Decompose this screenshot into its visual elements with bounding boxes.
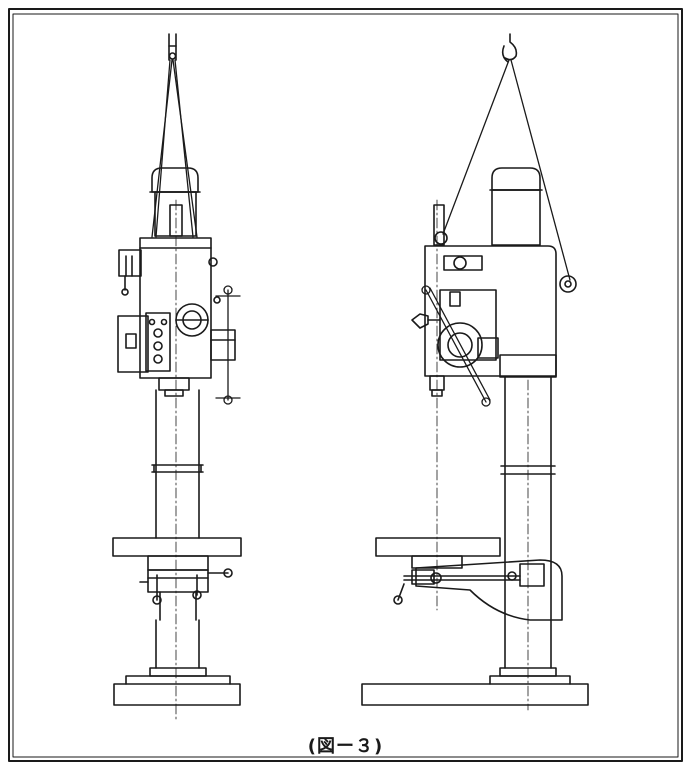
side-lifting-ropes: [442, 59, 571, 281]
inner-frame: [12, 13, 679, 758]
side-head: [411, 204, 577, 397]
front-column: [151, 389, 204, 539]
front-base: [113, 675, 241, 706]
side-table-arm: [393, 559, 563, 621]
front-lifting-hook: [168, 33, 177, 61]
front-lifting-ropes: [151, 59, 198, 238]
side-motor: [489, 167, 543, 246]
side-lifting-hook: [501, 33, 518, 63]
front-table: [112, 537, 242, 571]
front-view: [112, 33, 242, 721]
front-head: [117, 237, 236, 397]
front-lower-column: [149, 619, 207, 677]
front-feed-levers: [215, 285, 241, 405]
outer-frame: [8, 8, 683, 762]
figure-caption: (図ー３): [307, 736, 384, 757]
front-table-bracket: [139, 568, 233, 621]
side-base: [361, 675, 589, 706]
side-view: [361, 33, 589, 711]
side-feed-levers: [421, 285, 491, 407]
